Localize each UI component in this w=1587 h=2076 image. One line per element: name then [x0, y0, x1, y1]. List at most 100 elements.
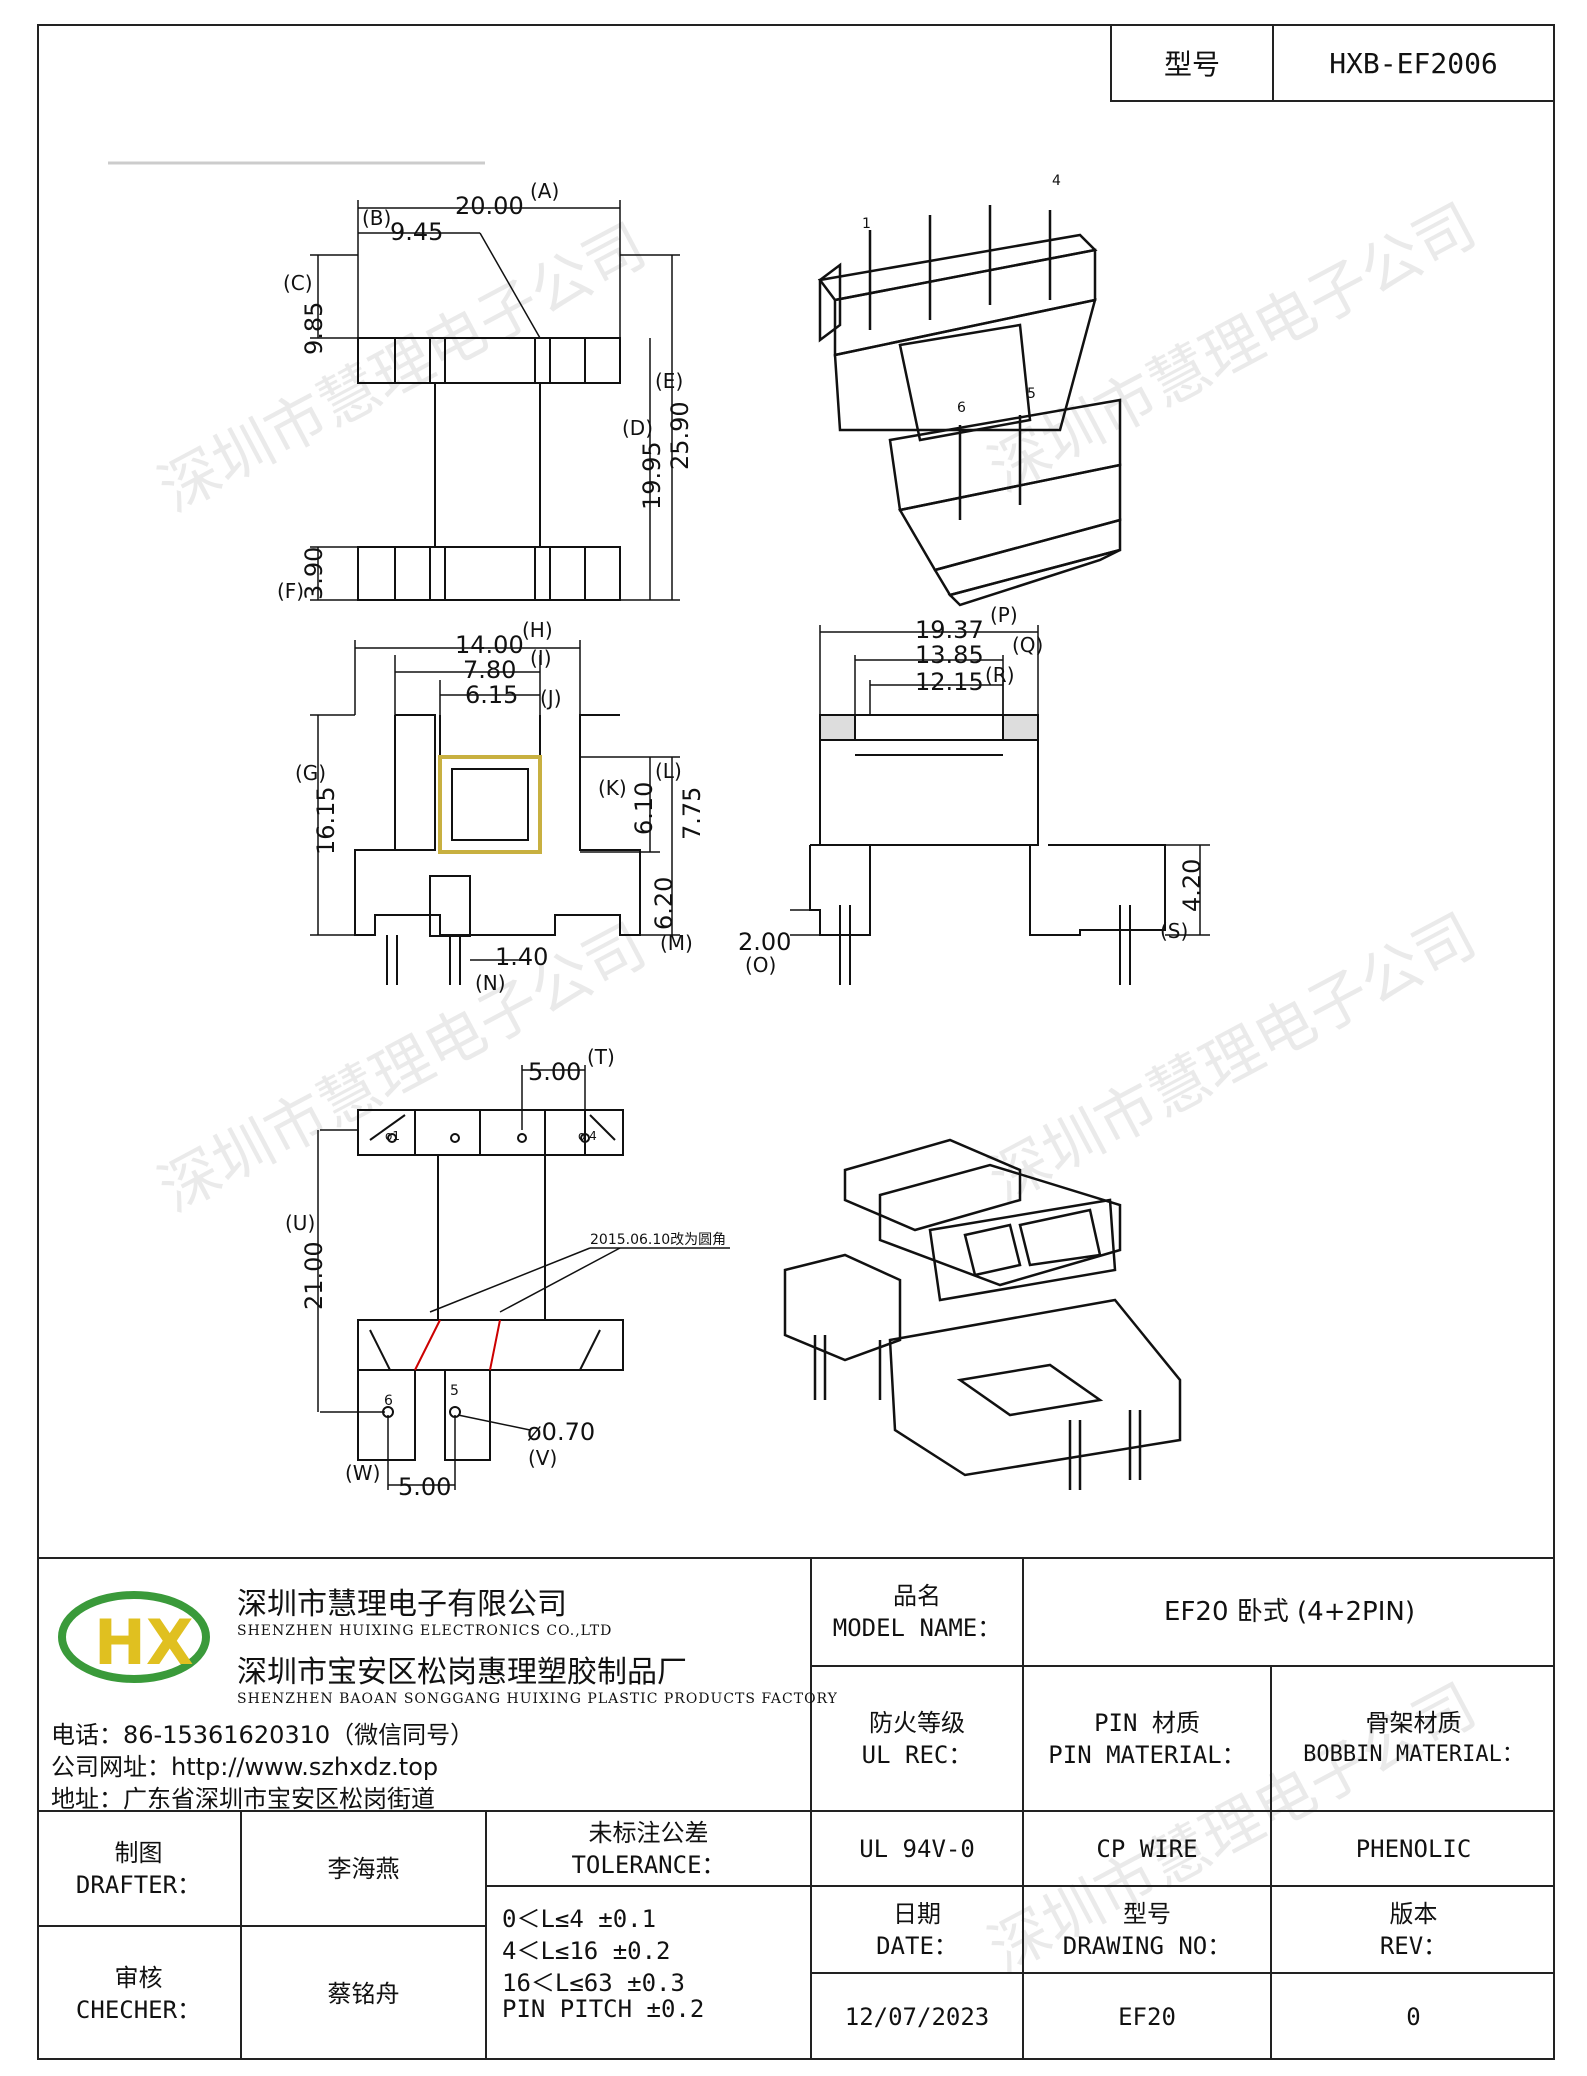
dim-E-label: (E): [655, 369, 683, 393]
dim-M-label: (M): [660, 931, 693, 955]
drafter-header: 制图 DRAFTER：: [37, 1812, 240, 1925]
dim-I-label: (I): [530, 646, 552, 670]
side-view: [108, 161, 680, 601]
date-en: DATE：: [876, 1931, 958, 1960]
bobbin-material-cn: 骨架材质: [1365, 1708, 1462, 1737]
dim-L-value: 7.75: [678, 787, 706, 840]
divider: [810, 1972, 1555, 1974]
checker-header: 审核 CHECHER：: [37, 1927, 240, 2060]
pin-top-4: o 4: [578, 1129, 597, 1143]
rev-en: REV：: [1379, 1931, 1448, 1960]
part-number-value: HXB-EF2006: [1329, 46, 1498, 80]
company-logo: HX: [58, 1591, 210, 1683]
revision-note: 2015.06.10改为圆角: [590, 1232, 726, 1248]
tolerance-row-1: 0＜L≤4 ±0.1: [502, 1905, 657, 1933]
dim-L-label: (L): [655, 759, 682, 783]
isometric-view-bottom: [783, 1138, 1182, 1490]
pin-material-header: PIN 材质 PIN MATERIAL：: [1024, 1667, 1270, 1810]
divider: [1270, 1665, 1272, 2060]
dim-T-label: (T): [587, 1045, 615, 1069]
drafter-cn: 制图: [114, 1838, 163, 1867]
divider: [240, 1810, 242, 2060]
divider: [37, 1925, 485, 1927]
drawing-no-en: DRAWING NO：: [1062, 1931, 1232, 1960]
dim-H-value: 14.00: [455, 631, 524, 659]
bobbin-material-value: PHENOLIC: [1355, 1834, 1472, 1863]
dim-U-value: 21.00: [300, 1241, 328, 1310]
checker-en: CHECHER：: [75, 1995, 202, 2024]
divider: [1022, 1557, 1024, 2060]
dim-R-value: 12.15: [915, 668, 984, 696]
title-block: HX 深圳市慧理电子有限公司 SHENZHEN HUIXING ELECTRON…: [37, 1557, 1555, 2060]
dim-R-label: (R): [985, 663, 1015, 687]
dim-B-label: (B): [362, 206, 391, 230]
divider: [37, 1557, 1555, 1559]
dim-W-label: (W): [345, 1461, 380, 1485]
dimension-labels: 20.00 (A) (B) 9.45 (C) 9.85 (E) 25.90 (D…: [277, 179, 1206, 1501]
date-value: 12/07/2023: [844, 2003, 990, 2031]
dim-Q-value: 13.85: [915, 641, 984, 669]
isometric-view-top: 1 4 6 5: [817, 173, 1122, 607]
logo-text: HX: [94, 1606, 194, 1679]
divider: [37, 1810, 1555, 1812]
dim-O-value: 2.00: [738, 928, 791, 956]
dim-D-label: (D): [622, 416, 653, 440]
pin-label-1: 1: [862, 216, 871, 232]
drafter-en: DRAFTER：: [75, 1870, 202, 1899]
dim-V-label: (V): [528, 1446, 557, 1470]
dim-G-label: (G): [295, 761, 326, 785]
front-view: [310, 640, 680, 985]
dim-W-value: 5.00: [398, 1473, 451, 1501]
dim-K-value: 6.10: [630, 782, 658, 835]
factory-name-en: SHENZHEN BAOAN SONGGANG HUIXING PLASTIC …: [237, 1691, 838, 1707]
pin-bottom-6: 6: [384, 1393, 393, 1409]
dim-G-value: 16.15: [312, 786, 340, 855]
divider: [810, 1557, 812, 2060]
phone-text: 电话：86-15361620310（微信同号）: [51, 1721, 475, 1749]
tolerance-en: TOLERANCE：: [571, 1850, 726, 1879]
rev-cn: 版本: [1389, 1899, 1438, 1928]
drafter-name: 李海燕: [327, 1854, 400, 1883]
ul-rec-en: UL REC：: [861, 1740, 973, 1769]
company-name-en: SHENZHEN HUIXING ELECTRONICS CO.,LTD: [237, 1623, 613, 1639]
pin-material-value: CP WIRE: [1096, 1834, 1198, 1863]
dim-J-value: 6.15: [465, 681, 518, 709]
dim-S-value: 4.20: [1178, 859, 1206, 912]
pin-material-en: PIN MATERIAL：: [1048, 1740, 1246, 1769]
dim-C-label: (C): [283, 271, 313, 295]
model-name-header: 品名 MODEL NAME：: [812, 1559, 1022, 1665]
dim-V-value: ø0.70: [527, 1418, 595, 1446]
bobbin-material-header: 骨架材质 BOBBIN MATERIAL：: [1272, 1667, 1555, 1810]
dim-M-value: 6.20: [650, 877, 678, 930]
pin-bottom-5: 5: [450, 1383, 459, 1399]
pin-top-1: o1: [385, 1129, 400, 1143]
rev-header: 版本 REV：: [1272, 1887, 1555, 1972]
pin-label-6: 6: [957, 400, 966, 416]
checker-cn: 审核: [114, 1963, 163, 1992]
website-text: 公司网址：http://www.szhxdz.top: [51, 1753, 439, 1781]
dim-S-label: (S): [1160, 919, 1188, 943]
drawing-no-cn: 型号: [1123, 1899, 1171, 1928]
date-cn: 日期: [893, 1899, 941, 1928]
bobbin-material-en: BOBBIN MATERIAL：: [1303, 1741, 1524, 1767]
drawing-no-header: 型号 DRAWING NO：: [1024, 1887, 1270, 1972]
dim-N-label: (N): [475, 971, 506, 995]
ul-rec-value: UL 94V-0: [859, 1834, 975, 1863]
side-elevation-view: [790, 625, 1210, 985]
dim-E-value: 25.90: [666, 401, 694, 470]
dim-F-label: (F): [277, 579, 304, 603]
tolerance-row-3: 16＜L≤63 ±0.3: [502, 1969, 685, 1997]
rev-value: 0: [1406, 2003, 1421, 2031]
model-name-cn: 品名: [893, 1582, 941, 1610]
part-number-box: 型号 HXB-EF2006: [1110, 24, 1555, 102]
dim-P-value: 19.37: [915, 616, 984, 644]
dim-Q-label: (Q): [1012, 633, 1043, 657]
ul-rec-cn: 防火等级: [869, 1708, 965, 1737]
address-text: 地址：广东省深圳市宝安区松岗街道: [51, 1785, 435, 1813]
pin-label-5: 5: [1027, 386, 1036, 402]
pin-view: o1 o 4 6 5 2015.06.10改为圆角: [317, 1065, 730, 1490]
part-number-label: 型号: [1112, 26, 1274, 100]
company-name-cn: 深圳市慧理电子有限公司: [237, 1587, 567, 1622]
date-header: 日期 DATE：: [812, 1887, 1022, 1972]
dim-A-label: (A): [530, 179, 559, 203]
